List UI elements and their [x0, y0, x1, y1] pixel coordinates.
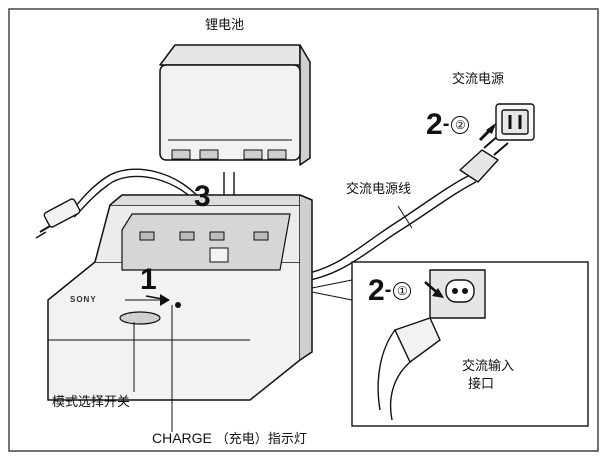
step-2-plug-marker: 2-②: [426, 108, 470, 141]
ac-cord: [299, 174, 477, 283]
battery-label: 锂电池: [205, 18, 245, 33]
charge-lamp-label: CHARGE （充电）指示灯: [152, 428, 307, 447]
ac-power-label: 交流电源: [452, 72, 505, 87]
ac-input-label-line1: 交流输入: [462, 359, 515, 374]
charge-label-paren: （充电）: [215, 432, 268, 447]
ac-plug: [459, 135, 509, 183]
step-2-plug-number: 2: [426, 108, 443, 141]
ac-cord-label: 交流电源线: [346, 182, 412, 197]
charge-label-prefix: CHARGE: [152, 430, 212, 446]
charge-label-suffix: 指示灯: [267, 432, 307, 447]
charger-body: [47, 194, 313, 401]
step-2-cord-dash: -: [384, 279, 392, 301]
mode-switch-label: 模式选择开关: [52, 395, 131, 410]
inset-box: [311, 261, 589, 427]
battery-pack: [159, 44, 311, 166]
ac-input-label-line2: 接口: [468, 377, 495, 392]
step-3-number: 3: [194, 180, 211, 213]
outer-frame: [8, 8, 599, 452]
step-2-plug-substep: ②: [451, 116, 470, 134]
wall-outlet: [478, 103, 535, 142]
step-1-number: 1: [140, 263, 157, 296]
step-2-cord-marker: 2-①: [368, 274, 412, 307]
step-2-plug-dash: -: [442, 113, 450, 135]
step-2-cord-number: 2: [368, 274, 385, 307]
brand-logo: SONY: [70, 295, 97, 304]
dc-cable: [35, 168, 206, 239]
step-2-cord-substep: ①: [393, 282, 412, 300]
